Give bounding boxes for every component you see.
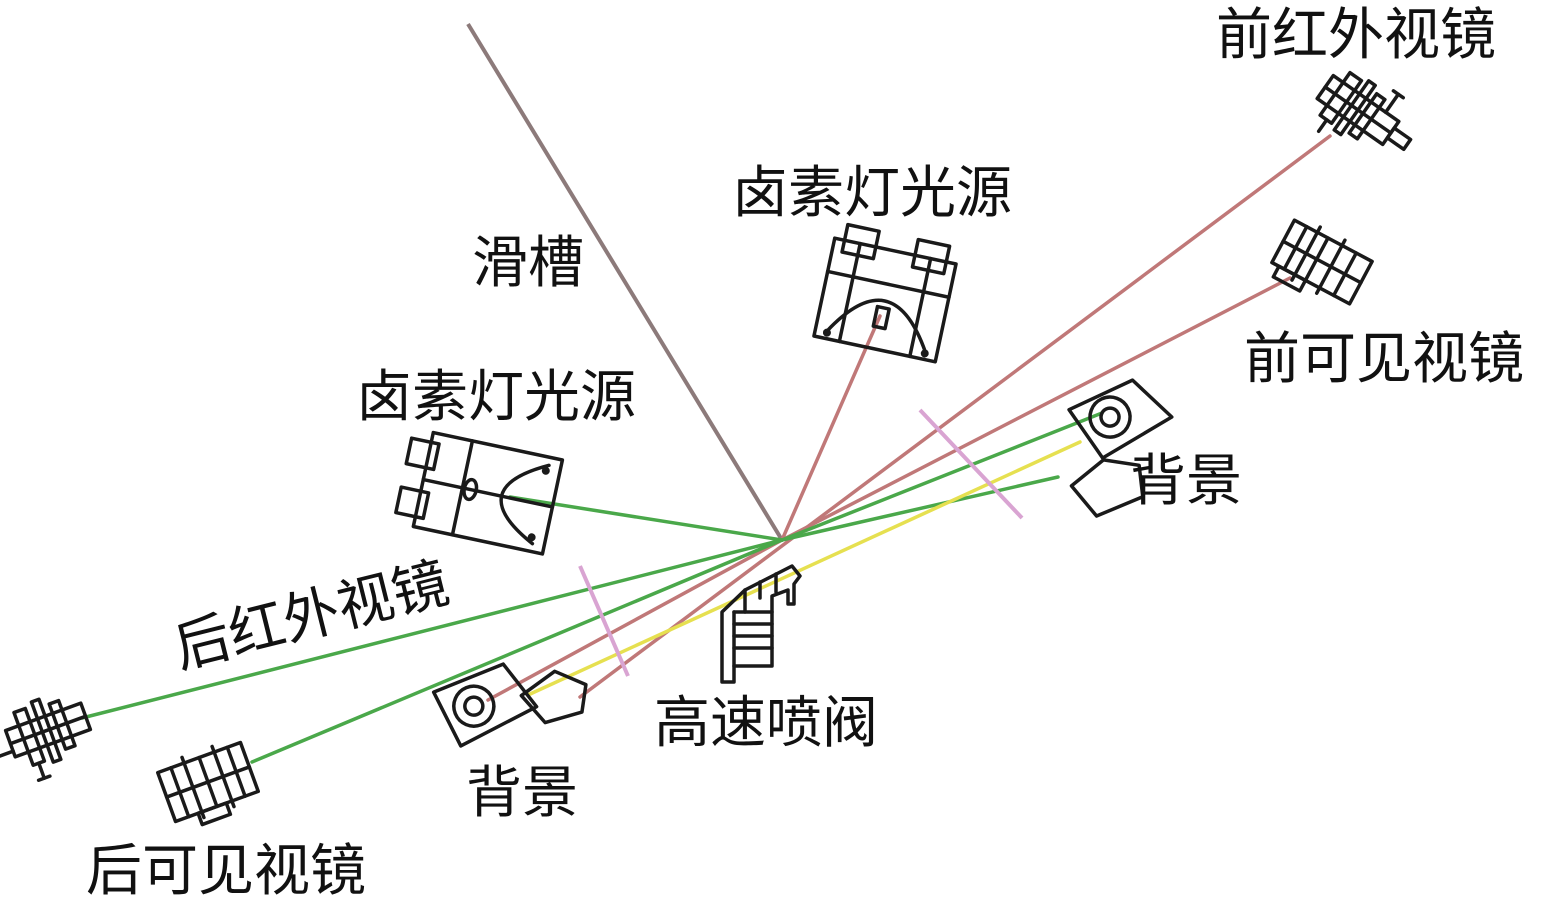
- aperture-left: [578, 565, 630, 677]
- label-high-speed-valve: 高速喷阀: [654, 691, 878, 756]
- rear-ir-lens-device: [0, 697, 93, 782]
- green-rays: [80, 411, 1104, 764]
- ray-halogen-left: [508, 495, 784, 542]
- ray-rear-visible: [250, 538, 784, 764]
- red-rays: [486, 134, 1332, 702]
- ray-yellow: [526, 440, 1082, 697]
- ray-front-ir: [578, 134, 1332, 699]
- ray-background-right-green-upper: [780, 411, 1104, 542]
- aperture-right: [918, 408, 1024, 520]
- label-halogen-source-top: 卤素灯光源: [732, 161, 1012, 226]
- slide-groove-line: [466, 22, 784, 542]
- ray-background-right-green-lower: [780, 475, 1060, 542]
- rear-visible-lens-device: [156, 740, 260, 827]
- ray-front-visible: [780, 276, 1292, 542]
- halogen-source-left-device: [394, 430, 565, 556]
- label-background-right: 背景: [1130, 449, 1242, 514]
- high-speed-valve-device: [720, 564, 802, 684]
- halogen-source-top-device: [812, 222, 958, 364]
- background-left-device: [431, 662, 588, 748]
- ray-background-left-red: [486, 538, 784, 702]
- label-rear-ir-lens: 后红外视镜: [168, 551, 455, 682]
- background-right-device: [1067, 378, 1174, 518]
- label-slide-groove: 滑槽: [472, 231, 584, 296]
- label-rear-visible-lens: 后可见视镜: [86, 839, 366, 898]
- ray-rear-ir: [80, 538, 784, 720]
- label-halogen-source-left: 卤素灯光源: [356, 365, 636, 430]
- front-visible-lens-device: [1270, 218, 1374, 306]
- front-ir-lens-device: [1315, 70, 1413, 152]
- ray-halogen-top: [780, 314, 882, 542]
- label-front-visible-lens: 前可见视镜: [1244, 327, 1524, 392]
- label-front-ir-lens: 前红外视镜: [1216, 3, 1496, 68]
- label-background-left: 背景: [466, 761, 578, 826]
